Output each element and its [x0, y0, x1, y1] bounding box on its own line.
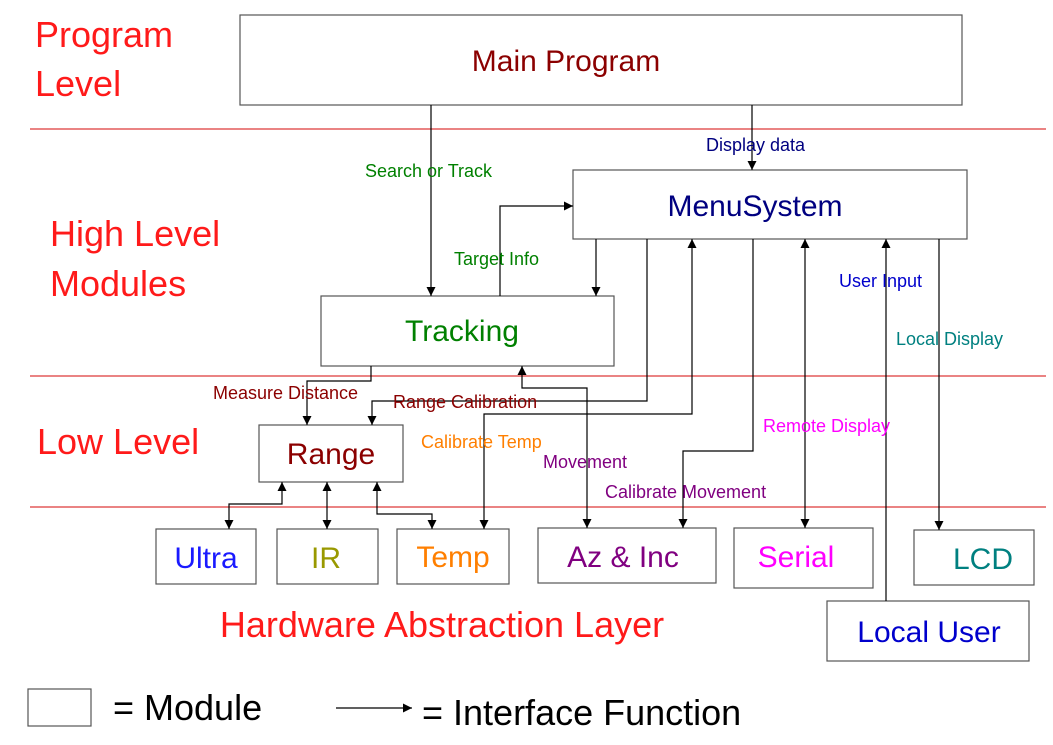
- az-inc-label: Az & Inc: [567, 541, 679, 574]
- range-module: Range: [258, 424, 404, 483]
- ir-label: IR: [311, 542, 341, 575]
- temp-module: Temp: [396, 528, 510, 585]
- serial-module: Serial: [733, 527, 874, 589]
- temp-label: Temp: [416, 541, 489, 574]
- local-user-label: Local User: [857, 616, 1000, 649]
- level-label-high-2: Modules: [50, 263, 186, 304]
- ultra-label: Ultra: [174, 542, 238, 575]
- tracking-module: Tracking: [320, 295, 615, 367]
- local-user-module: Local User: [826, 600, 1030, 662]
- lcd-label: LCD: [953, 543, 1013, 576]
- lcd-module: LCD: [913, 529, 1035, 586]
- level-label-hal: Hardware Abstraction Layer: [220, 604, 664, 645]
- ir-module: IR: [276, 528, 379, 585]
- arrow-measure-distance: [302, 366, 372, 425]
- edge-label-target-info: Target Info: [454, 249, 539, 269]
- edge-label-calibrate-temp: Calibrate Temp: [421, 432, 542, 452]
- arrow-range-temp: [372, 482, 437, 529]
- level-label-program: Program: [35, 14, 173, 55]
- legend-module-swatch: [27, 688, 92, 727]
- range-label: Range: [287, 438, 375, 471]
- menu-system-module: MenuSystem: [572, 169, 968, 240]
- level-label-low: Low Level: [37, 421, 199, 462]
- edge-label-measure-distance: Measure Distance: [213, 383, 358, 403]
- menu-system-label: MenuSystem: [667, 190, 842, 223]
- edge-label-search-or-track: Search or Track: [365, 161, 493, 181]
- tracking-label: Tracking: [405, 315, 519, 348]
- legend-module-label: = Module: [113, 687, 262, 728]
- serial-label: Serial: [758, 541, 835, 574]
- edge-label-remote-display: Remote Display: [763, 416, 890, 436]
- arrow-calibrate-movement: [678, 239, 754, 528]
- edge-label-range-calibration: Range Calibration: [393, 392, 537, 412]
- legend-interface-label: = Interface Function: [422, 692, 741, 733]
- legend: = Module = Interface Function: [27, 687, 741, 733]
- ultra-module: Ultra: [155, 528, 257, 585]
- main-program-module: Main Program: [239, 14, 963, 106]
- edge-label-local-display: Local Display: [896, 329, 1003, 349]
- edge-label-movement: Movement: [543, 452, 627, 472]
- edge-label-user-input: User Input: [839, 271, 922, 291]
- level-label-high: High Level: [50, 213, 220, 254]
- main-program-label: Main Program: [472, 45, 660, 78]
- az-inc-module: Az & Inc: [537, 527, 717, 584]
- arrow-range-ultra: [224, 482, 287, 529]
- arrow-movement: [517, 366, 592, 528]
- edge-label-calibrate-movement: Calibrate Movement: [605, 482, 766, 502]
- edge-label-display-data: Display data: [706, 135, 806, 155]
- level-label-program-2: Level: [35, 63, 121, 104]
